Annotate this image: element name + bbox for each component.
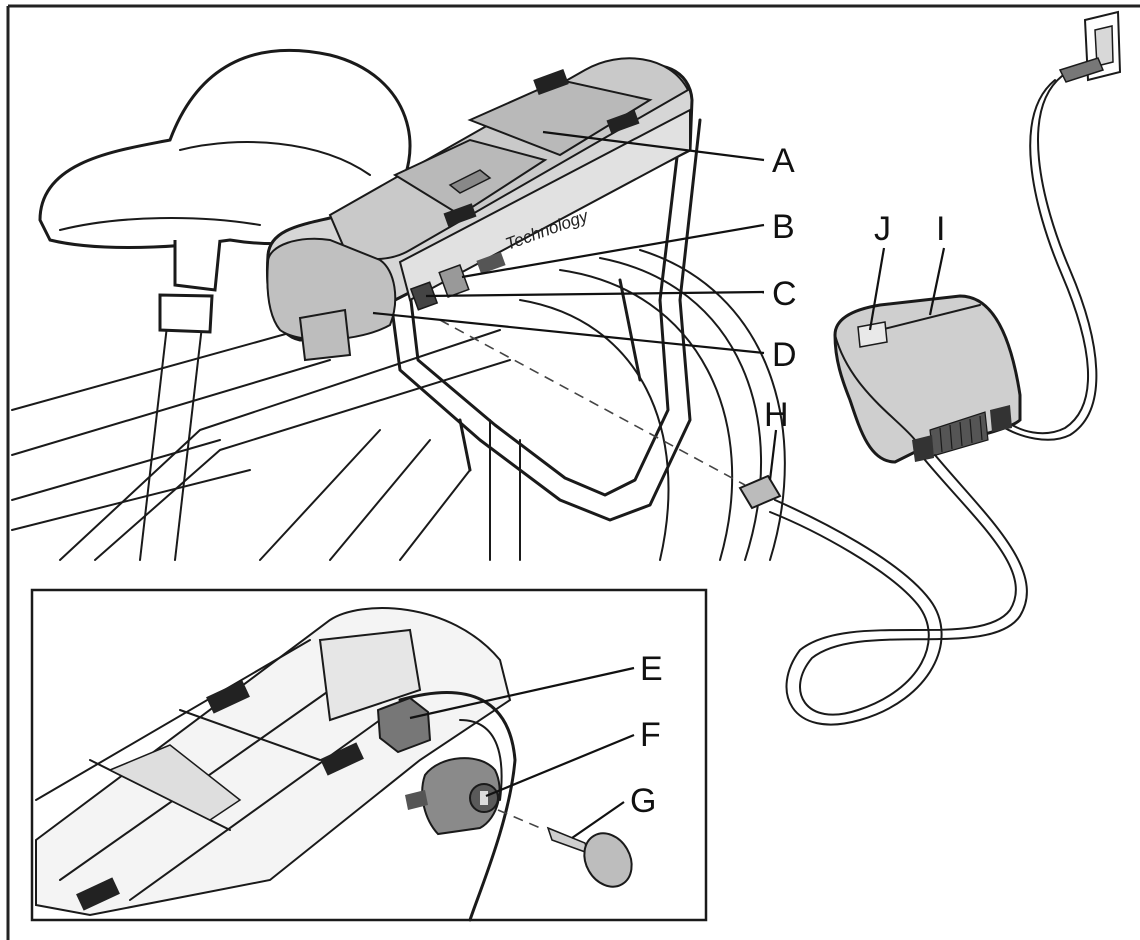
callout-g: G [630, 782, 656, 820]
rear-wheel [519, 249, 786, 561]
callout-e: E [640, 650, 663, 688]
leader-lines [372, 130, 946, 839]
callout-h: H [764, 396, 789, 434]
callout-d: D [772, 336, 797, 374]
callout-j: J [874, 210, 891, 248]
carrier-rack [383, 113, 702, 522]
saddle [38, 48, 412, 334]
battery-connector [376, 696, 432, 754]
bike-frame [11, 299, 521, 561]
callout-a: A [772, 142, 795, 180]
callout-f: F [640, 716, 661, 754]
mains-cable [999, 75, 1098, 441]
charging-plug [738, 474, 782, 510]
connection-dashed-line [439, 319, 746, 486]
page-frame [6, 4, 1140, 940]
callout-c: C [772, 275, 797, 313]
callout-b: B [772, 208, 795, 246]
charger [738, 10, 1122, 726]
battery-pack: Technology [266, 57, 694, 362]
lock-cylinder [405, 757, 501, 836]
callout-i: I [936, 210, 945, 248]
inset-carrier-tray [35, 607, 517, 922]
charger-box [833, 294, 1022, 464]
key-dashed-line [497, 809, 546, 831]
key [546, 826, 633, 888]
charging-cable [774, 459, 1017, 726]
callout-labels: A B C D E F G H I J [630, 142, 945, 820]
inset-lock-detail [30, 588, 708, 922]
wall-socket [1058, 10, 1122, 83]
bike-rear-illustration: Technology [11, 48, 786, 561]
